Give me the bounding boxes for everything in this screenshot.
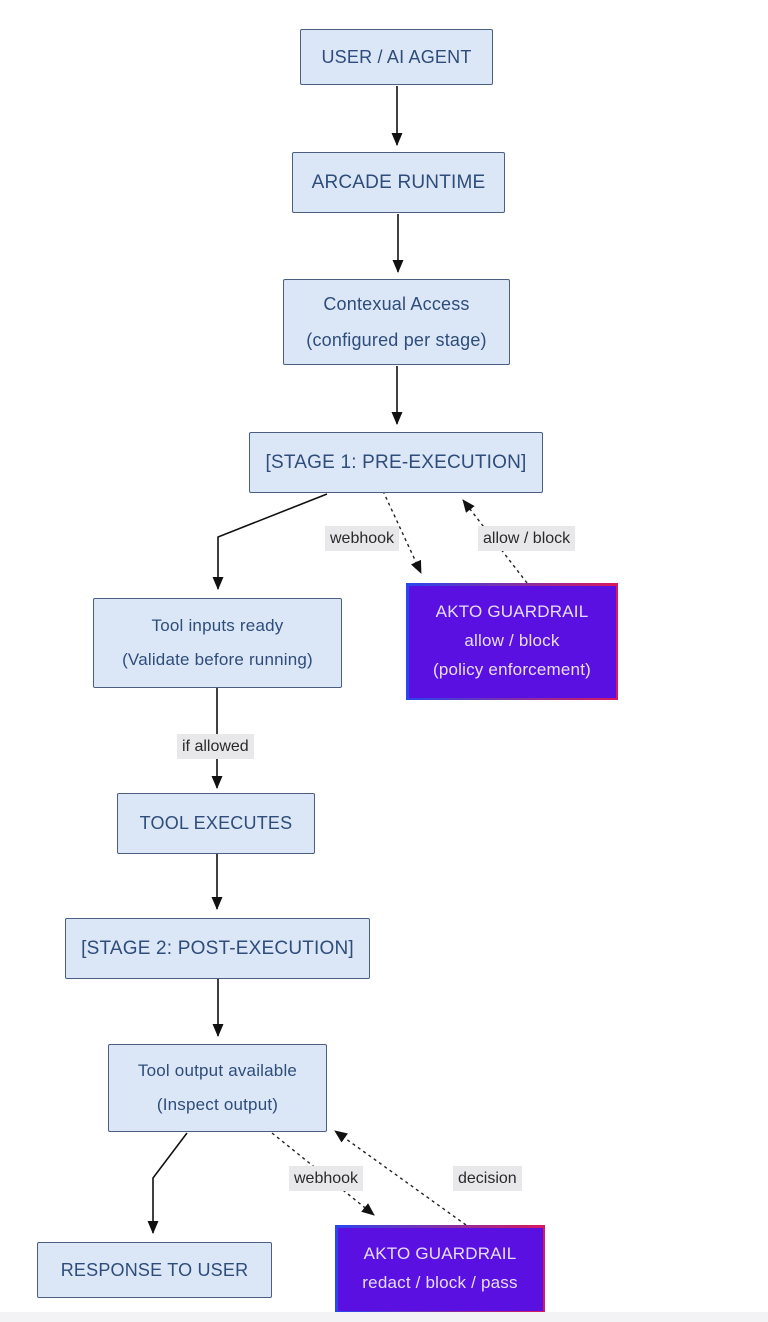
node-tool-executes: TOOL EXECUTES <box>117 793 315 854</box>
node-tool-output-available: Tool output available (Inspect output) <box>108 1044 327 1132</box>
arrow-stage1-to-tool-inputs <box>212 493 328 590</box>
guardrail1-line3: (policy enforcement) <box>432 659 591 679</box>
node-user-ai-agent: USER / AI AGENT <box>300 29 493 85</box>
node-akto-guardrail-post-body: AKTO GUARDRAIL redact / block / pass <box>337 1227 543 1311</box>
guardrail1-line2: allow / block <box>464 631 560 651</box>
node-stage2-label: [STAGE 2: POST-EXECUTION] <box>81 937 354 959</box>
dotted-arrow-guardrail2-decision-to-tool-output <box>334 1130 467 1226</box>
node-stage1-label: [STAGE 1: PRE-EXECUTION] <box>265 451 527 473</box>
node-contextual-access-line1: Contexual Access <box>323 294 470 314</box>
node-tool-executes-label: TOOL EXECUTES <box>139 813 293 833</box>
node-response-to-user-label: RESPONSE TO USER <box>60 1259 249 1280</box>
node-user-ai-agent-label: USER / AI AGENT <box>321 46 472 67</box>
edge-label-allow-block: allow / block <box>478 526 576 552</box>
node-arcade-runtime: ARCADE RUNTIME <box>292 152 505 213</box>
node-tool-output-line2: (Inspect output) <box>156 1095 279 1114</box>
edge-label-webhook-stage1: webhook <box>325 526 400 552</box>
guardrail1-title: AKTO GUARDRAIL <box>435 602 589 622</box>
arrow-tool-output-to-response <box>147 1132 188 1234</box>
dotted-arrow-stage1-webhook-to-guardrail1 <box>382 490 422 574</box>
edge-label-decision: decision <box>453 1166 522 1192</box>
node-stage2-post-execution: [STAGE 2: POST-EXECUTION] <box>65 918 370 979</box>
edge-label-webhook-stage2: webhook <box>289 1166 364 1192</box>
node-contextual-access: Contexual Access (configured per stage) <box>283 279 510 365</box>
node-arcade-runtime-label: ARCADE RUNTIME <box>311 171 486 193</box>
guardrail2-title: AKTO GUARDRAIL <box>363 1244 517 1264</box>
bottom-strip <box>0 1312 768 1322</box>
guardrail2-line2: redact / block / pass <box>362 1273 518 1292</box>
node-tool-output-line1: Tool output available <box>137 1061 298 1080</box>
node-akto-guardrail-pre-body: AKTO GUARDRAIL allow / block (policy enf… <box>408 585 616 698</box>
edge-label-if-allowed: if allowed <box>177 734 254 760</box>
node-akto-guardrail-post: AKTO GUARDRAIL redact / block / pass <box>335 1225 545 1313</box>
node-tool-inputs-line1: Tool inputs ready <box>151 616 284 635</box>
node-stage1-pre-execution: [STAGE 1: PRE-EXECUTION] <box>249 432 543 493</box>
node-tool-inputs-line2: (Validate before running) <box>122 650 313 669</box>
node-response-to-user: RESPONSE TO USER <box>37 1242 272 1298</box>
node-contextual-access-line2: (configured per stage) <box>306 330 487 350</box>
node-akto-guardrail-pre: AKTO GUARDRAIL allow / block (policy enf… <box>406 583 618 700</box>
node-tool-inputs-ready: Tool inputs ready (Validate before runni… <box>93 598 342 688</box>
